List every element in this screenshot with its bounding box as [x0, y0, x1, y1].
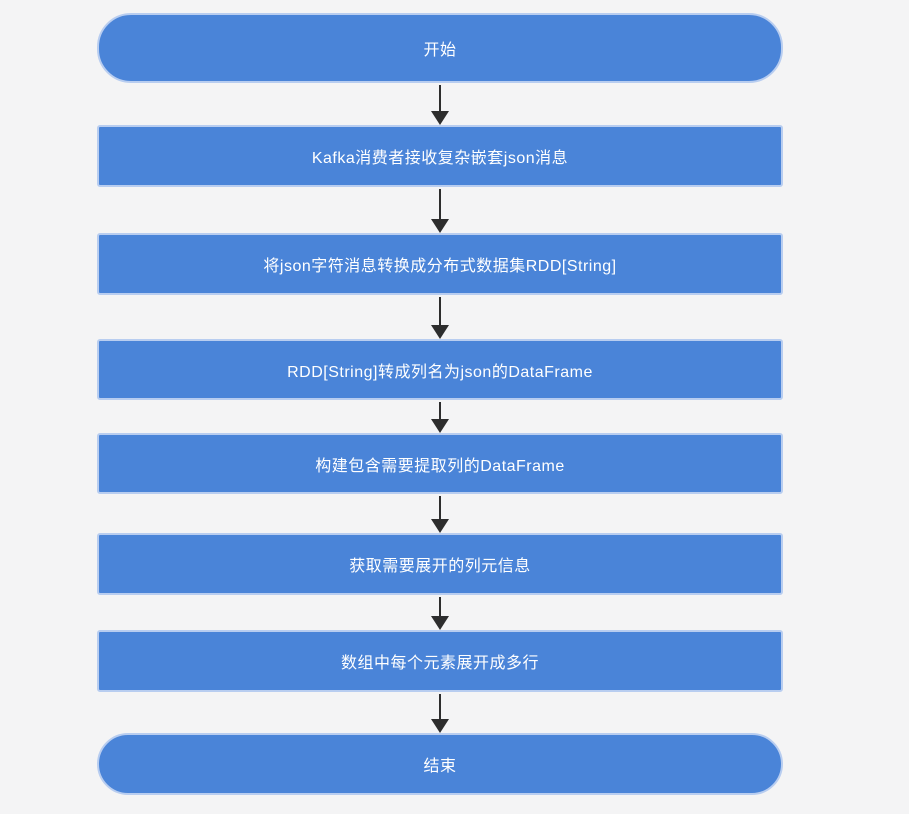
flow-node-kafka-receive-label: Kafka消费者接收复杂嵌套json消息	[311, 150, 569, 167]
flow-node-get-column-meta-label: 获取需要展开的列元信息	[349, 558, 531, 575]
flow-node-json-to-rdd: 将json字符消息转换成分布式数据集RDD[String]	[97, 233, 783, 295]
arrow-line	[439, 189, 441, 221]
arrow-down-icon	[431, 419, 449, 433]
flow-arrow-6	[430, 597, 450, 630]
flow-node-end: 结束	[97, 733, 783, 795]
arrow-down-icon	[431, 111, 449, 125]
arrow-down-icon	[431, 325, 449, 339]
arrow-line	[439, 496, 441, 521]
flow-node-start-label: 开始	[423, 42, 457, 59]
flow-node-rdd-to-dataframe-label: RDD[String]转成列名为json的DataFrame	[287, 363, 593, 381]
flow-arrow-5	[430, 496, 450, 533]
arrow-down-icon	[431, 616, 449, 630]
flow-node-json-to-rdd-label: 将json字符消息转换成分布式数据集RDD[String]	[263, 258, 617, 275]
arrow-down-icon	[431, 719, 449, 733]
flow-node-build-dataframe: 构建包含需要提取列的DataFrame	[97, 433, 783, 494]
flow-node-end-label: 结束	[423, 758, 457, 775]
flow-arrow-1	[430, 85, 450, 125]
flow-node-start: 开始	[97, 13, 783, 83]
flow-arrow-7	[430, 694, 450, 733]
flow-arrow-3	[430, 297, 450, 339]
arrow-down-icon	[431, 219, 449, 233]
flow-node-explode-rows: 数组中每个元素展开成多行	[97, 630, 783, 692]
flow-node-rdd-to-dataframe: RDD[String]转成列名为json的DataFrame	[97, 339, 783, 400]
arrow-line	[439, 85, 441, 113]
flow-arrow-2	[430, 189, 450, 233]
flow-node-kafka-receive: Kafka消费者接收复杂嵌套json消息	[97, 125, 783, 187]
arrow-line	[439, 597, 441, 618]
flow-node-get-column-meta: 获取需要展开的列元信息	[97, 533, 783, 595]
arrow-line	[439, 402, 441, 421]
flow-node-build-dataframe-label: 构建包含需要提取列的DataFrame	[315, 457, 565, 475]
arrow-line	[439, 694, 441, 721]
arrow-line	[439, 297, 441, 327]
arrow-down-icon	[431, 519, 449, 533]
flow-arrow-4	[430, 402, 450, 433]
flow-node-explode-rows-label: 数组中每个元素展开成多行	[340, 655, 539, 672]
